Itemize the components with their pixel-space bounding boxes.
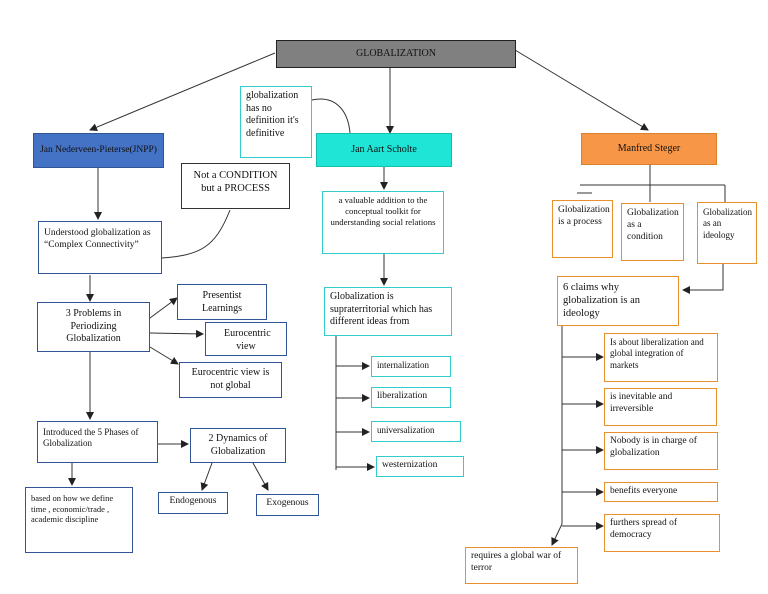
idea-universalization-text: universalization: [377, 425, 435, 435]
terror-box: requires a global war of terror: [465, 547, 578, 584]
connectivity-box: Understood globalization as “Complex Con…: [38, 221, 162, 274]
addition-text: a valuable addition to the conceptual to…: [330, 195, 436, 227]
exogenous-text: Exogenous: [266, 498, 309, 508]
addition-box: a valuable addition to the conceptual to…: [322, 191, 444, 254]
steger-ideology-text: Globalization as an ideology: [703, 207, 752, 240]
eurocentric-text: Eurocentric view: [224, 328, 271, 352]
steger-condition-box: Globalization as a condition: [621, 203, 684, 261]
steger-process-text: Globalization is a process: [558, 205, 610, 227]
claim-1-box: Is about liberalization and global integ…: [604, 333, 718, 382]
steger-process-box: Globalization is a process: [552, 200, 613, 258]
endogenous-text: Endogenous: [169, 496, 217, 506]
process-note-box: Not a CONDITION but a PROCESS: [181, 163, 290, 209]
phases-box: Introduced the 5 Phases of Globalization: [37, 421, 158, 463]
scholte-header-text: Jan Aart Scholte: [351, 143, 417, 155]
claim-5-box: furthers spread of democracy: [604, 514, 720, 552]
claim-4-text: benefits everyone: [610, 486, 678, 496]
dynamics-text: 2 Dynamics of Globalization: [208, 433, 268, 457]
idea-westernization: westernization: [376, 456, 464, 477]
steger-condition-text: Globalization as a condition: [627, 208, 679, 242]
idea-liberalization: liberalization: [371, 387, 451, 408]
jnpp-header: Jan Nederveen-Pieterse(JNPP): [33, 133, 164, 168]
title-text: GLOBALIZATION: [356, 47, 436, 59]
claim-5-text: furthers spread of democracy: [610, 518, 678, 540]
presentist-box: Presentist Learnings: [177, 284, 267, 320]
based-on-text: based on how we define time , economic/t…: [31, 493, 114, 525]
claim-3-text: Nobody is in charge of globalization: [610, 436, 697, 458]
claims-title-text: 6 claims why globalization is an ideolog…: [563, 282, 640, 320]
supraterritorial-text: Globalization is supraterritorial which …: [330, 291, 433, 327]
claim-3-box: Nobody is in charge of globalization: [604, 432, 718, 470]
title-box: GLOBALIZATION: [276, 40, 516, 68]
not-global-box: Eurocentric view is not global: [179, 362, 282, 398]
steger-ideology-box: Globalization as an ideology: [697, 202, 757, 264]
phases-text: Introduced the 5 Phases of Globalization: [43, 427, 139, 449]
dynamics-box: 2 Dynamics of Globalization: [190, 428, 286, 463]
claim-2-text: is inevitable and irreversible: [610, 392, 673, 414]
scholte-header: Jan Aart Scholte: [316, 133, 452, 167]
idea-westernization-text: westernization: [382, 460, 438, 470]
eurocentric-box: Eurocentric view: [205, 322, 287, 356]
idea-internalization: internalization: [371, 356, 451, 377]
endogenous-box: Endogenous: [158, 492, 228, 514]
no-definition-box: globalization has no definition it's def…: [240, 86, 312, 158]
claim-4-box: benefits everyone: [604, 482, 718, 502]
problems-box: 3 Problems in Periodizing Globalization: [37, 302, 150, 352]
idea-internalization-text: internalization: [377, 360, 429, 370]
claim-1-text: Is about liberalization and global integ…: [610, 337, 704, 370]
idea-universalization: universalization: [371, 421, 461, 442]
not-global-text: Eurocentric view is not global: [191, 367, 270, 391]
terror-text: requires a global war of terror: [471, 551, 562, 573]
process-note-text: Not a CONDITION but a PROCESS: [193, 170, 278, 195]
jnpp-header-text: Jan Nederveen-Pieterse(JNPP): [40, 144, 157, 155]
steger-header: Manfred Steger: [581, 133, 717, 165]
supraterritorial-box: Globalization is supraterritorial which …: [324, 287, 452, 336]
steger-header-text: Manfred Steger: [617, 142, 681, 154]
presentist-text: Presentist Learnings: [202, 290, 242, 314]
based-on-box: based on how we define time , economic/t…: [25, 487, 133, 553]
problems-text: 3 Problems in Periodizing Globalization: [65, 308, 122, 344]
claim-2-box: is inevitable and irreversible: [604, 388, 717, 426]
no-definition-text: globalization has no definition it's def…: [246, 90, 299, 139]
exogenous-box: Exogenous: [256, 494, 319, 516]
idea-liberalization-text: liberalization: [377, 391, 428, 401]
claims-title-box: 6 claims why globalization is an ideolog…: [557, 276, 679, 326]
connectivity-text: Understood globalization as “Complex Con…: [44, 228, 151, 250]
